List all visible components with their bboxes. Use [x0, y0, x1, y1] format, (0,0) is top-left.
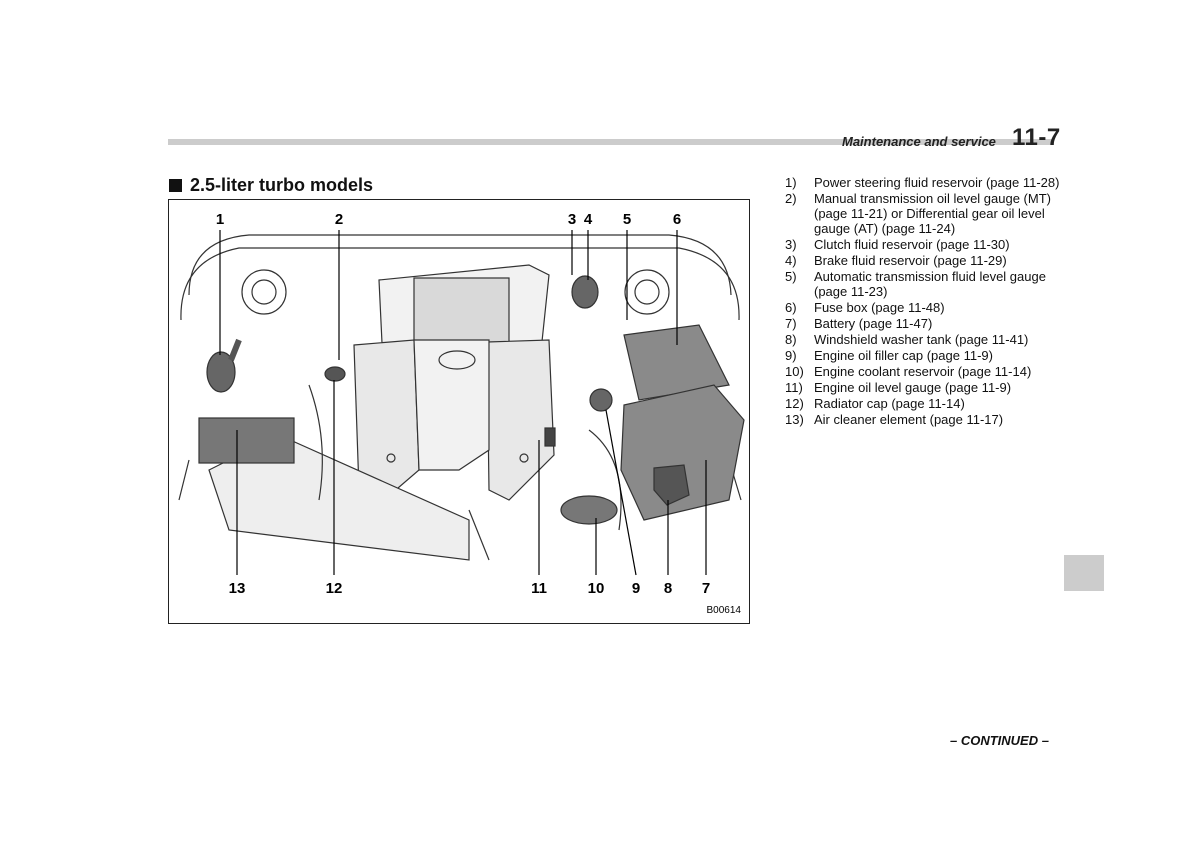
section-heading: 2.5-liter turbo models: [169, 175, 373, 196]
legend-text: Automatic transmission fluid level gauge…: [814, 269, 1046, 299]
callout-7: 7: [701, 580, 711, 597]
legend-text: Engine oil filler cap (page 11-9): [814, 348, 993, 363]
legend-text: Radiator cap (page 11-14): [814, 396, 965, 411]
legend-item: 6) Fuse box (page 11-48): [785, 300, 1065, 315]
callout-6: 6: [672, 211, 682, 228]
callout-3: 3: [567, 211, 577, 228]
legend-number: 12): [785, 396, 804, 411]
callout-9: 9: [631, 580, 641, 597]
legend-text: Brake fluid reservoir (page 11-29): [814, 253, 1007, 268]
legend-number: 7): [785, 316, 797, 331]
legend-item: 4) Brake fluid reservoir (page 11-29): [785, 253, 1065, 268]
legend-number: 5): [785, 269, 797, 284]
legend-item: 9) Engine oil filler cap (page 11-9): [785, 348, 1065, 363]
callout-8: 8: [663, 580, 673, 597]
engine-illustration: [178, 230, 745, 576]
legend-number: 11): [785, 380, 803, 395]
legend-item: 3) Clutch fluid reservoir (page 11-30): [785, 237, 1065, 252]
callout-2: 2: [334, 211, 344, 228]
callout-10: 10: [587, 580, 605, 597]
legend-item: 11) Engine oil level gauge (page 11-9): [785, 380, 1065, 395]
legend-text: Fuse box (page 11-48): [814, 300, 945, 315]
callout-1: 1: [215, 211, 225, 228]
chapter-side-tab: [1064, 555, 1104, 591]
header-section-title: Maintenance and service: [842, 134, 996, 149]
callout-12: 12: [325, 580, 343, 597]
legend-number: 9): [785, 348, 797, 363]
legend-item: 1) Power steering fluid reservoir (page 1…: [785, 175, 1065, 190]
legend-number: 4): [785, 253, 797, 268]
legend-number: 6): [785, 300, 797, 315]
page-number: 11-7: [1012, 124, 1061, 151]
callout-5: 5: [622, 211, 632, 228]
legend-list: 1) Power steering fluid reservoir (page 1…: [785, 175, 1065, 428]
legend-number: 13): [785, 412, 804, 427]
legend-number: 2): [785, 191, 797, 206]
legend-text: Air cleaner element (page 11-17): [814, 412, 1004, 427]
legend-text: Engine oil level gauge (page 11-9): [814, 380, 1012, 395]
legend-text: Engine coolant reservoir (page 11-14): [814, 364, 1032, 379]
legend-text: Manual transmission oil level gauge (MT)…: [814, 191, 1051, 236]
engine-compartment-figure: 1 2 3 4 5 6 13 12 11 10 9 8 7 B00614: [168, 199, 750, 624]
legend-item: 2) Manual transmission oil level gauge (M…: [785, 191, 1065, 236]
legend-number: 10): [785, 364, 804, 379]
legend-number: 1): [785, 175, 797, 190]
callout-11: 11: [531, 580, 547, 597]
legend-item: 7) Battery (page 11-47): [785, 316, 1065, 331]
legend-number: 8): [785, 332, 797, 347]
callout-13: 13: [228, 580, 246, 597]
figure-code: B00614: [706, 605, 741, 616]
legend-text: Power steering fluid reservoir (page 11-…: [814, 175, 1060, 190]
legend-text: Clutch fluid reservoir (page 11-30): [814, 237, 1010, 252]
section-heading-text: 2.5-liter turbo models: [190, 175, 374, 195]
callout-4: 4: [583, 211, 593, 228]
continued-label: – CONTINUED –: [950, 733, 1049, 748]
header-rule: [168, 139, 1054, 145]
legend-text: Battery (page 11-47): [814, 316, 933, 331]
square-bullet-icon: [169, 179, 182, 192]
legend-text: Windshield washer tank (page 11-41): [814, 332, 1029, 347]
legend-item: 10) Engine coolant reservoir (page 11-14): [785, 364, 1065, 379]
legend-item: 8) Windshield washer tank (page 11-41): [785, 332, 1065, 347]
legend-item: 13) Air cleaner element (page 11-17): [785, 412, 1065, 427]
legend-number: 3): [785, 237, 797, 252]
legend-item: 5) Automatic transmission fluid level gau…: [785, 269, 1065, 299]
legend-item: 12) Radiator cap (page 11-14): [785, 396, 1065, 411]
